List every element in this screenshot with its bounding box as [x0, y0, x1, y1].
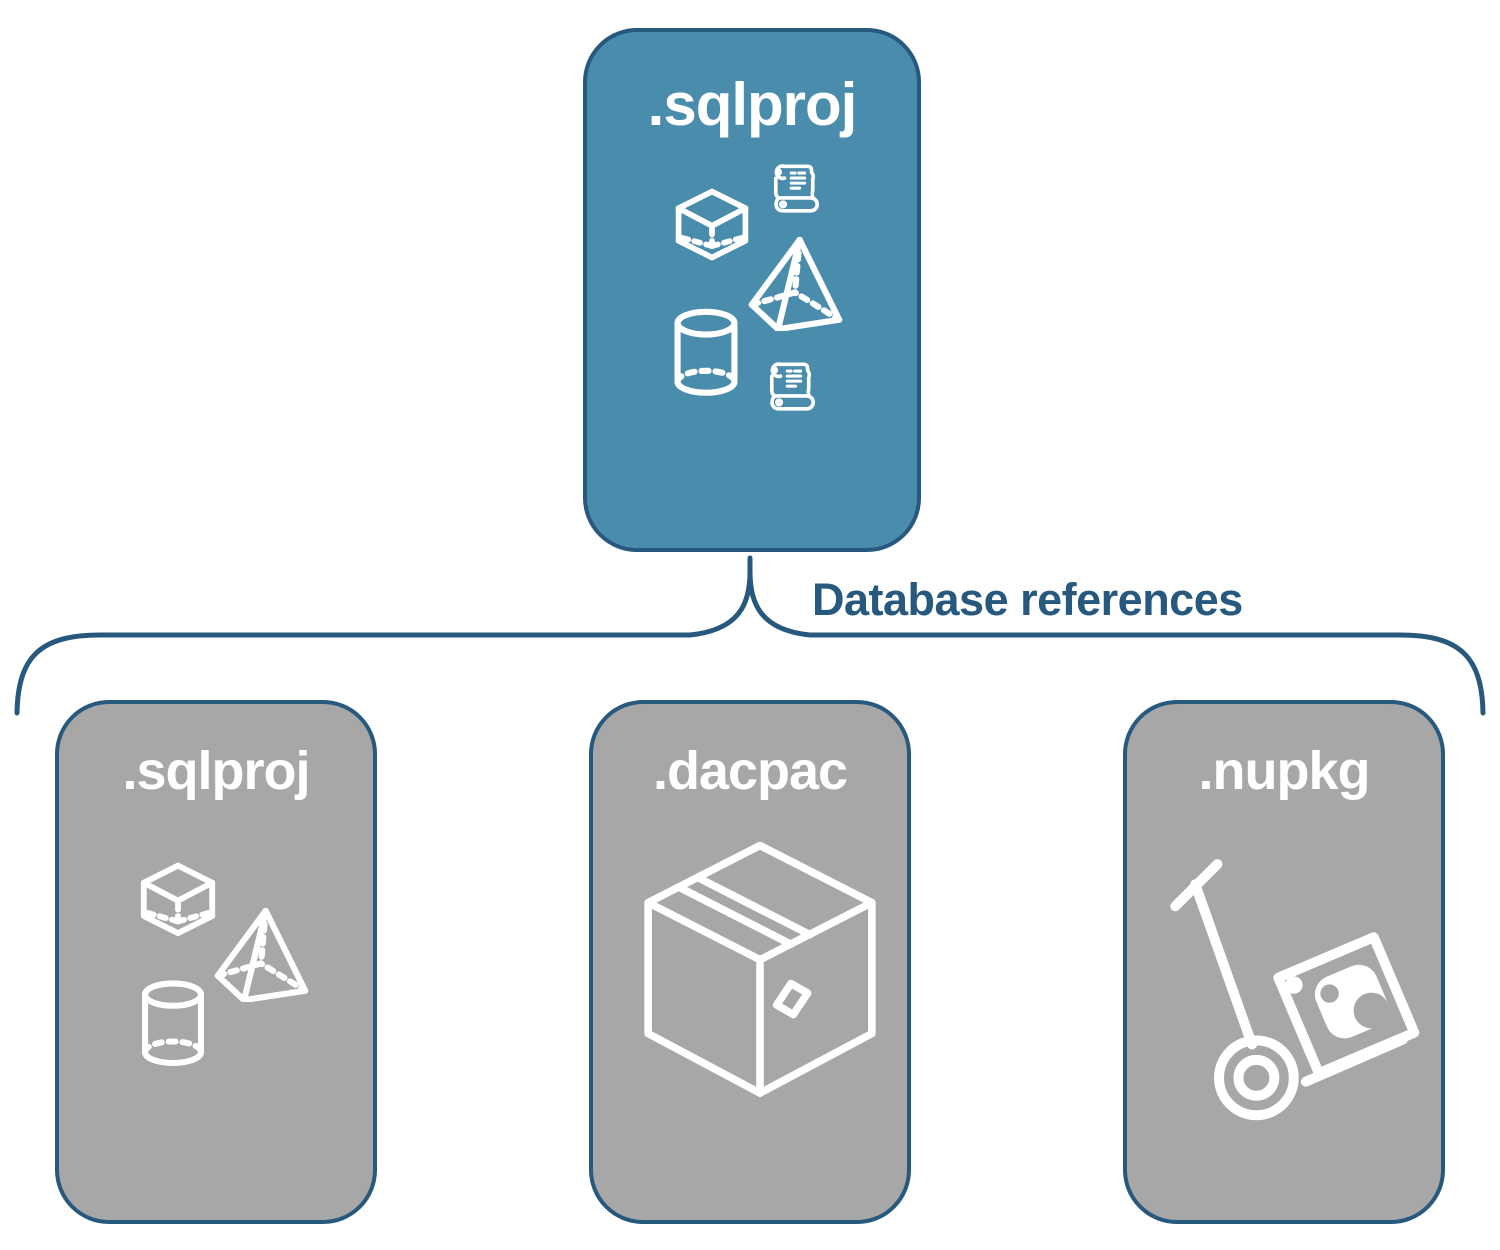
nupkg-child-node: .nupkg	[1123, 700, 1445, 1224]
dacpac-child-label: .dacpac	[652, 741, 848, 801]
sqlproj-parent-label: .sqlproj	[647, 71, 858, 138]
scroll-icon	[766, 160, 822, 218]
hand-truck-icon	[1165, 855, 1421, 1124]
cylinder-icon	[671, 308, 741, 396]
dacpac-child-node: .dacpac	[589, 700, 911, 1224]
sqlproj-child-node: .sqlproj	[55, 700, 377, 1224]
cylinder-icon	[138, 980, 208, 1066]
scroll-icon	[762, 358, 818, 416]
package-box-icon	[641, 840, 879, 1120]
sqlproj-child-label: .sqlproj	[122, 741, 310, 801]
pyramid-icon	[740, 237, 850, 331]
connector-label: Database references	[812, 574, 1243, 625]
pyramid-icon	[208, 908, 314, 1002]
sqlproj-parent-node: .sqlproj	[583, 28, 921, 552]
nupkg-child-label: .nupkg	[1198, 741, 1371, 801]
